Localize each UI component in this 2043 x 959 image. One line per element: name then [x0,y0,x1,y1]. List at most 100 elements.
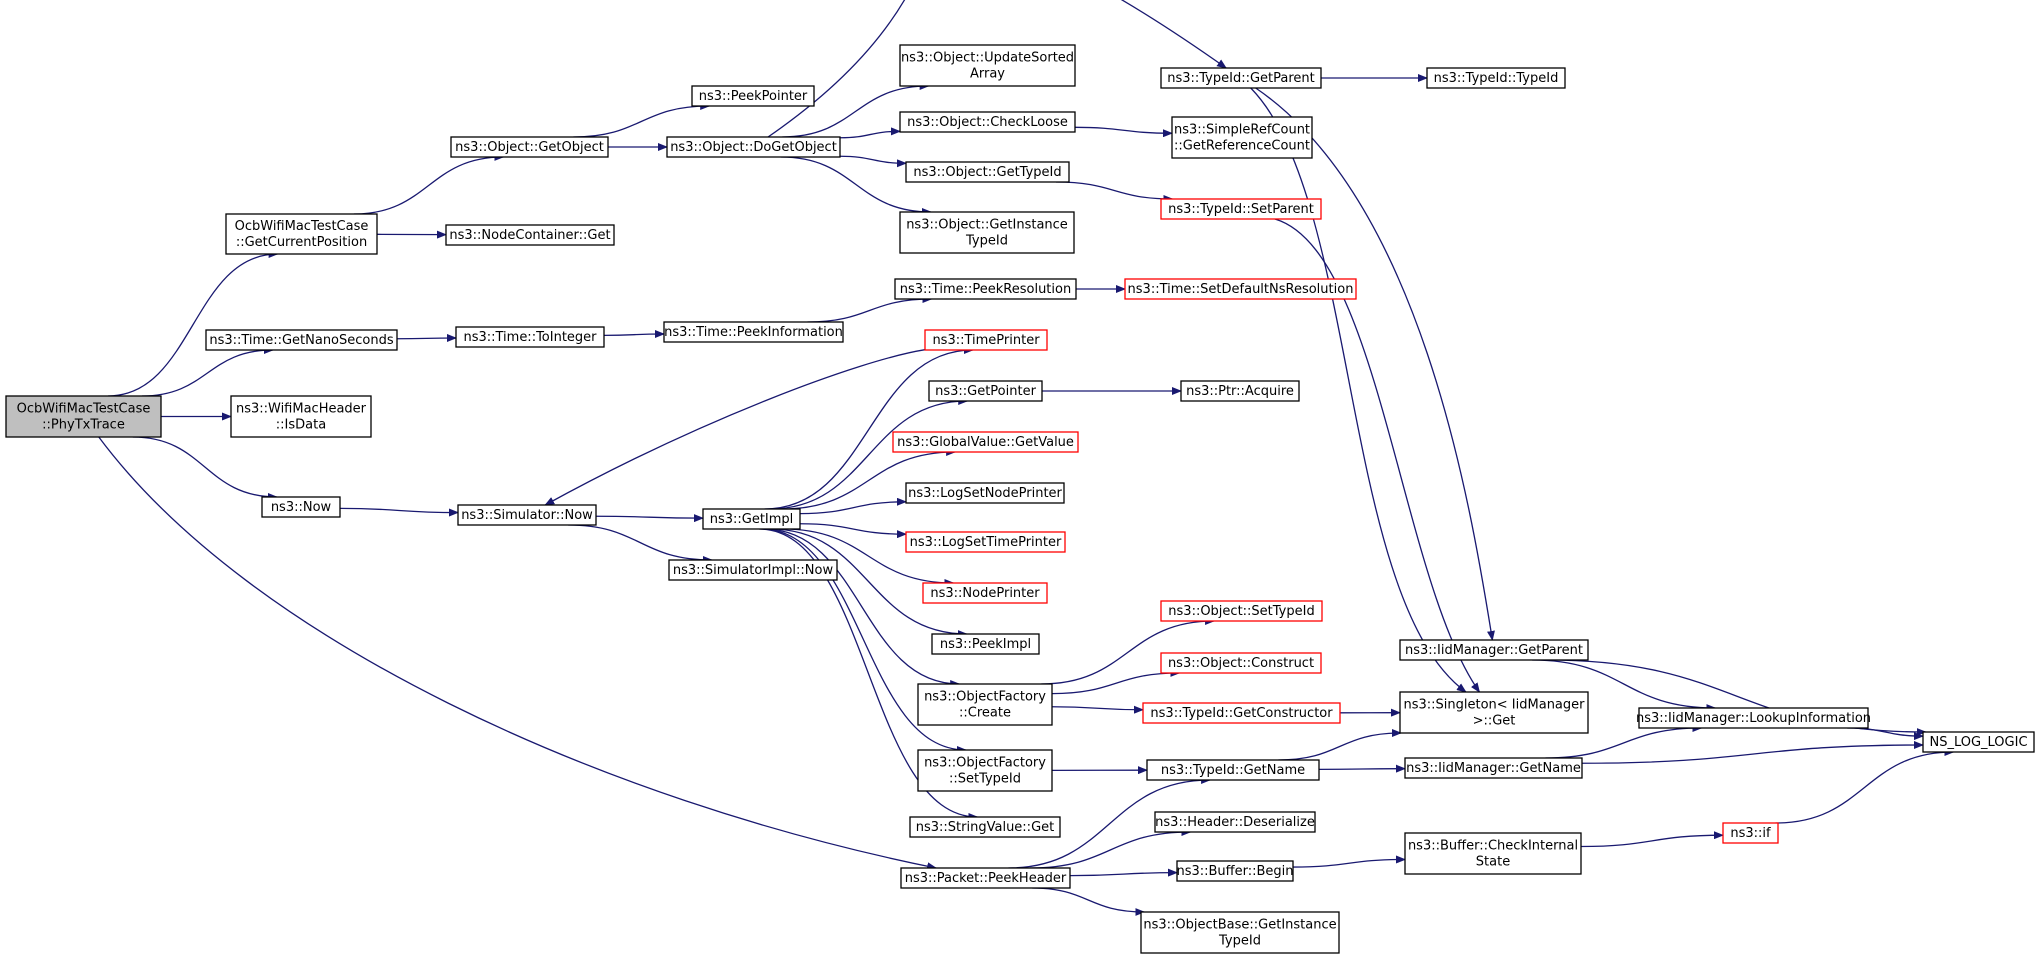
node-box[interactable] [931,633,1040,655]
node-box[interactable] [1160,652,1322,674]
node-box[interactable] [1176,860,1294,882]
node-box[interactable] [1426,67,1566,89]
node-box[interactable] [1154,811,1316,833]
node-nodecont[interactable]: ns3::NodeContainer::Get [445,224,615,246]
node-peekimpl[interactable]: ns3::PeekImpl [931,633,1040,655]
node-singleton[interactable]: ns3::Singleton< IidManager>::Get [1399,691,1589,734]
node-box[interactable] [205,329,398,351]
node-simimplnow[interactable]: ns3::SimulatorImpl::Now [668,559,838,581]
node-box[interactable] [928,380,1043,402]
node-root[interactable]: OcbWifiMacTestCase::PhyTxTrace [5,395,162,438]
node-box[interactable] [455,326,605,348]
node-box[interactable] [917,683,1053,726]
node-box[interactable] [450,136,609,158]
node-box[interactable] [5,395,162,438]
node-box[interactable] [905,531,1066,553]
node-box[interactable] [1140,911,1340,954]
node-getobject[interactable]: ns3::Object::GetObject [450,136,609,158]
node-tidgetname[interactable]: ns3::TypeId::GetName [1146,759,1320,781]
node-peekres[interactable]: ns3::Time::PeekResolution [894,278,1077,300]
node-objconstruct[interactable]: ns3::Object::Construct [1160,652,1322,674]
node-box[interactable] [1160,67,1322,89]
node-box[interactable] [668,559,838,581]
node-ofsettid[interactable]: ns3::ObjectFactory::SetTypeId [917,749,1053,792]
node-box[interactable] [894,278,1077,300]
node-box[interactable] [905,161,1070,183]
node-box[interactable] [663,321,844,343]
node-box[interactable] [666,136,841,158]
node-strvalget[interactable]: ns3::StringValue::Get [909,816,1061,838]
node-box[interactable] [899,211,1075,254]
node-timeprinter[interactable]: ns3::TimePrinter [924,329,1048,351]
node-box[interactable] [1160,198,1322,220]
node-iidlookup[interactable]: ns3::IidManager::LookupInformation [1636,707,1871,729]
node-logsetnode[interactable]: ns3::LogSetNodePrinter [905,482,1065,504]
node-gettypeid[interactable]: ns3::Object::GetTypeId [905,161,1070,183]
node-box[interactable] [1124,278,1357,300]
node-simnow[interactable]: ns3::Simulator::Now [457,504,597,526]
node-getpointer[interactable]: ns3::GetPointer [928,380,1043,402]
node-now[interactable]: ns3::Now [261,496,341,518]
node-box[interactable] [892,431,1079,453]
node-box[interactable] [909,816,1061,838]
node-tidgetparent[interactable]: ns3::TypeId::GetParent [1160,67,1322,89]
node-box[interactable] [1142,702,1341,724]
node-ptracquire[interactable]: ns3::Ptr::Acquire [1180,380,1300,402]
node-tointeger[interactable]: ns3::Time::ToInteger [455,326,605,348]
node-box[interactable] [691,85,815,107]
node-box[interactable] [261,496,341,518]
node-getnano[interactable]: ns3::Time::GetNanoSeconds [205,329,398,351]
node-iidgetname[interactable]: ns3::IidManager::GetName [1404,757,1583,779]
node-box[interactable] [899,111,1076,133]
node-box[interactable] [1171,116,1313,159]
node-box[interactable] [1638,707,1869,729]
node-peekinfo[interactable]: ns3::Time::PeekInformation [663,321,844,343]
node-box[interactable] [225,213,378,255]
node-checkloose[interactable]: ns3::Object::CheckLoose [899,111,1076,133]
node-objsettid[interactable]: ns3::Object::SetTypeId [1160,600,1323,622]
node-box[interactable] [899,44,1076,87]
node-nsif[interactable]: ns3::if [1722,822,1779,844]
node-box[interactable] [900,867,1071,889]
node-box[interactable] [1399,639,1589,661]
node-setdefns[interactable]: ns3::Time::SetDefaultNsResolution [1124,278,1357,300]
node-ofcreate[interactable]: ns3::ObjectFactory::Create [917,683,1053,726]
node-box[interactable] [457,504,597,526]
node-tidtid[interactable]: ns3::TypeId::TypeId [1426,67,1566,89]
node-box[interactable] [702,508,801,530]
node-logsettime[interactable]: ns3::LogSetTimePrinter [905,531,1066,553]
node-box[interactable] [1922,731,2035,753]
node-getimpl[interactable]: ns3::GetImpl [702,508,801,530]
node-nodeprinter[interactable]: ns3::NodePrinter [922,582,1048,604]
node-box[interactable] [230,395,372,438]
node-box[interactable] [1404,757,1583,779]
node-box[interactable] [917,749,1053,792]
node-getcurpos[interactable]: OcbWifiMacTestCase::GetCurrentPosition [225,213,378,255]
node-box[interactable] [1404,832,1582,875]
node-isdata[interactable]: ns3::WifiMacHeader::IsData [230,395,372,438]
node-peekptr[interactable]: ns3::PeekPointer [691,85,815,107]
node-bufbegin[interactable]: ns3::Buffer::Begin [1176,860,1294,882]
node-box[interactable] [1399,691,1589,734]
node-box[interactable] [1146,759,1320,781]
node-iidgetparent[interactable]: ns3::IidManager::GetParent [1399,639,1589,661]
node-box[interactable] [1180,380,1300,402]
node-box[interactable] [922,582,1048,604]
node-tidgetctor[interactable]: ns3::TypeId::GetConstructor [1142,702,1341,724]
node-gvgetvalue[interactable]: ns3::GlobalValue::GetValue [892,431,1079,453]
node-simplerefcnt[interactable]: ns3::SimpleRefCount::GetReferenceCount [1171,116,1313,159]
node-dogetobj[interactable]: ns3::Object::DoGetObject [666,136,841,158]
node-box[interactable] [1160,600,1323,622]
node-hdrdeser[interactable]: ns3::Header::Deserialize [1154,811,1316,833]
node-pktpeekhdr[interactable]: ns3::Packet::PeekHeader [900,867,1071,889]
node-box[interactable] [445,224,615,246]
node-box[interactable] [924,329,1048,351]
node-box[interactable] [1722,822,1779,844]
node-box[interactable] [905,482,1065,504]
node-nslog[interactable]: NS_LOG_LOGIC [1922,731,2035,753]
node-tidsetparent[interactable]: ns3::TypeId::SetParent [1160,198,1322,220]
